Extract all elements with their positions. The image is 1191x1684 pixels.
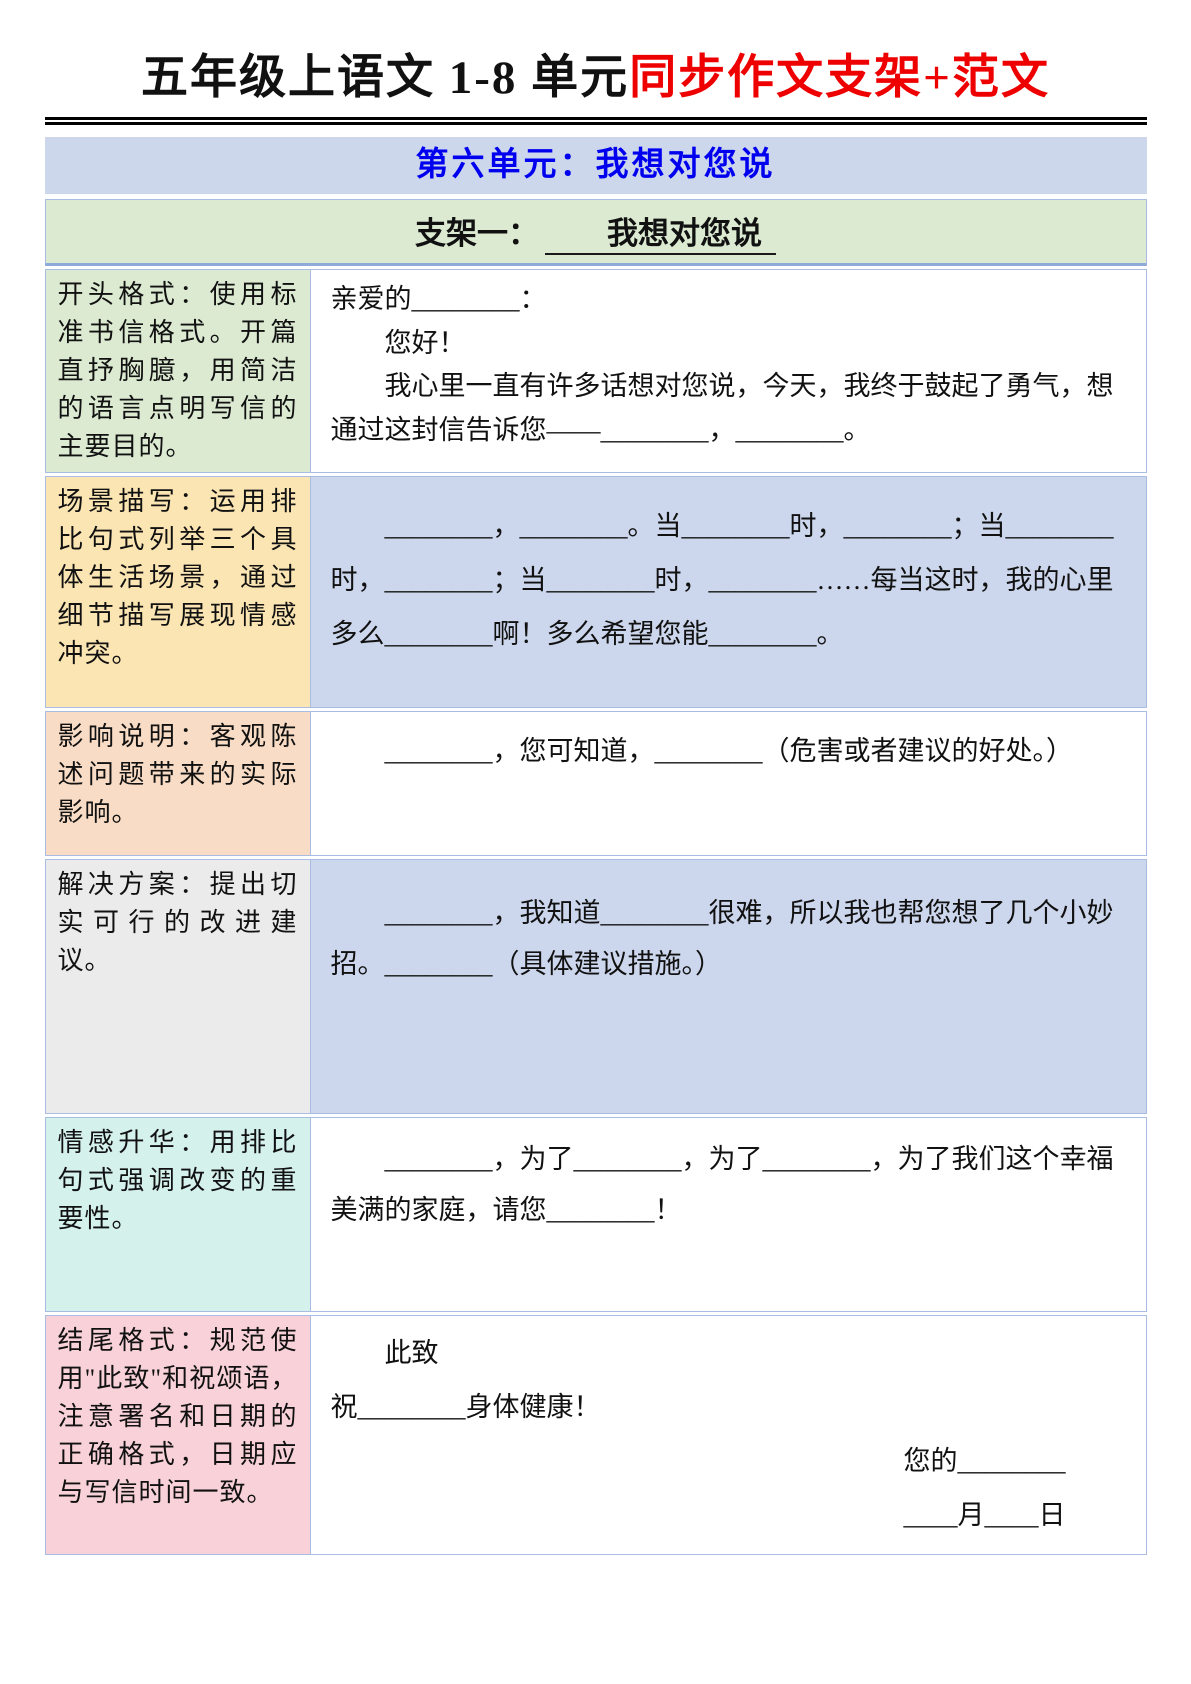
row-label-text: 影响说明：客观陈述问题带来的实际影响。 [57, 721, 298, 827]
letter-salutation-line: 亲爱的________： [330, 284, 547, 314]
scaffold-header-label: 支架一： [415, 216, 539, 251]
letter-greeting-line: 您好！ [384, 327, 466, 358]
row-label-cell: 开头格式：使用标准书信格式。开篇直抒胸臆，用简洁的语言点明写信的主要目的。 [45, 270, 311, 472]
row-label-text: 场景描写：运用排比句式列举三个具体生活场景，通过细节描写展现情感冲突。 [57, 486, 298, 668]
table-row-solution: 解决方案：提出切实可行的改进建议。 ________，我知道________很难… [44, 858, 1147, 1114]
table-row-scene-description: 场景描写：运用排比句式列举三个具体生活场景，通过细节描写展现情感冲突。 ____… [44, 475, 1147, 708]
letter-date-line: ____月____日 [903, 1499, 1066, 1530]
unit-banner: 第六单元：我想对您说 [44, 137, 1147, 194]
table-row-emotional-elevation: 情感升华：用排比句式强调改变的重要性。 ________，为了________，… [44, 1116, 1147, 1312]
row-label-cell: 情感升华：用排比句式强调改变的重要性。 [45, 1117, 311, 1311]
row-label-cell: 结尾格式：规范使用"此致"和祝颂语，注意署名和日期的正确格式，日期应与写信时间一… [45, 1315, 311, 1554]
table-row-closing-format: 结尾格式：规范使用"此致"和祝颂语，注意署名和日期的正确格式，日期应与写信时间一… [44, 1314, 1147, 1555]
row-content-cell: 亲爱的________： 您好！ 我心里一直有许多话想对您说，今天，我终于鼓起了… [310, 270, 1146, 472]
row-label-text: 结尾格式：规范使用"此致"和祝颂语，注意署名和日期的正确格式，日期应与写信时间一… [57, 1325, 298, 1507]
scaffold-table: 支架一：我想对您说 开头格式：使用标准书信格式。开篇直抒胸臆，用简洁的语言点明写… [44, 199, 1147, 1555]
row-content-cell: ________，为了________，为了________，为了我们这个幸福美… [310, 1117, 1146, 1311]
impact-template-paragraph: ________，您可知道，________（危害或者建议的好处。） [384, 735, 1074, 766]
solution-template-paragraph: ________，我知道________很难，所以我也帮您想了几个小妙招。___… [330, 897, 1114, 980]
table-row-impact-explanation: 影响说明：客观陈述问题带来的实际影响。 ________，您可知道，______… [44, 710, 1147, 856]
row-label-text: 解决方案：提出切实可行的改进建议。 [57, 869, 298, 975]
row-content-cell: 此致 祝________身体健康！ 您的________ ____月____日 [310, 1315, 1146, 1554]
page-title: 五年级上语文 1-8 单元同步作文支架+范文 [44, 38, 1147, 125]
emotion-template-paragraph: ________，为了________，为了________，为了我们这个幸福美… [330, 1143, 1114, 1226]
row-content-cell: ________，我知道________很难，所以我也帮您想了几个小妙招。___… [310, 859, 1146, 1113]
letter-cizhi-line: 此致 [384, 1337, 439, 1368]
title-red-part: 同步作文支架+范文 [629, 52, 1050, 104]
letter-wish-line: 祝________身体健康！ [330, 1391, 601, 1422]
row-content-cell: ________，您可知道，________（危害或者建议的好处。） [310, 711, 1146, 855]
row-label-cell: 解决方案：提出切实可行的改进建议。 [45, 859, 311, 1113]
scene-template-paragraph: ________，________。当________时，________；当_… [330, 510, 1114, 649]
row-label-text: 开头格式：使用标准书信格式。开篇直抒胸臆，用简洁的语言点明写信的主要目的。 [57, 280, 298, 461]
row-label-cell: 场景描写：运用排比句式列举三个具体生活场景，通过细节描写展现情感冲突。 [45, 476, 311, 707]
letter-opening-paragraph: 我心里一直有许多话想对您说，今天，我终于鼓起了勇气，想通过这封信告诉您——___… [330, 371, 1114, 446]
row-label-text: 情感升华：用排比句式强调改变的重要性。 [57, 1127, 298, 1233]
letter-signature-line: 您的________ [903, 1445, 1066, 1476]
worksheet-page: 五年级上语文 1-8 单元同步作文支架+范文 第六单元：我想对您说 支架一：我想… [44, 0, 1147, 1555]
row-label-cell: 影响说明：客观陈述问题带来的实际影响。 [45, 711, 311, 855]
scaffold-header-row: 支架一：我想对您说 [44, 199, 1147, 266]
title-black-part: 五年级上语文 1-8 单元 [141, 52, 630, 104]
table-row-opening-format: 开头格式：使用标准书信格式。开篇直抒胸臆，用简洁的语言点明写信的主要目的。 亲爱… [44, 269, 1147, 473]
scaffold-header-blank: 我想对您说 [545, 216, 776, 255]
row-content-cell: ________，________。当________时，________；当_… [310, 476, 1146, 707]
